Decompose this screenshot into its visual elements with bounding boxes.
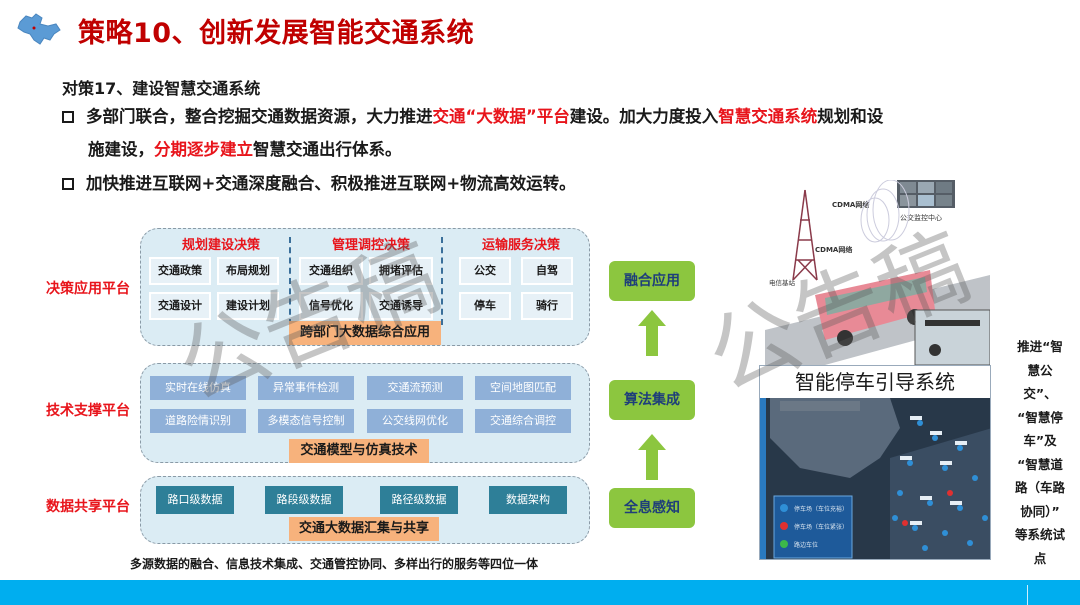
bullet-1: 多部门联合，整合挖掘交通数据资源，大力推进交通“大数据”平台建设。加大力度投入智… — [62, 100, 883, 133]
subtitle: 对策17、建设智慧交通系统 — [62, 79, 261, 98]
decision-item: 停车 — [459, 292, 511, 320]
side-note-line: 点 — [1033, 550, 1047, 566]
bullet-1-highlight: 分期逐步建立 — [154, 140, 253, 159]
data-item: 数据架构 — [489, 486, 567, 514]
decision-item: 骑行 — [521, 292, 573, 320]
column-head-management: 管理调控决策 — [331, 238, 410, 253]
bullet-1-highlight: 智慧交通系统 — [718, 107, 818, 126]
decision-item: 建设计划 — [217, 292, 279, 320]
tech-item: 公交线网优化 — [367, 409, 463, 433]
svg-text:停车场（车位紧张）: 停车场（车位紧张） — [794, 523, 848, 531]
svg-text:电信基站: 电信基站 — [769, 278, 796, 287]
svg-text:路边车位: 路边车位 — [794, 541, 818, 549]
bullet-1-text: 施建设， — [88, 140, 154, 159]
side-note-line: 路（车路 — [1014, 480, 1065, 495]
layer-label-data: 数据共享平台 — [46, 499, 130, 515]
checkbox-bullet-icon — [62, 111, 74, 123]
column-head-planning: 规划建设决策 — [181, 238, 260, 253]
tech-platform-panel: 实时在线仿真 异常事件检测 交通流预测 空间地图匹配 道路险情识别 多模态信号控… — [140, 363, 590, 463]
decision-item: 拥堵评估 — [369, 257, 433, 285]
side-note-line: 等系统试 — [1014, 527, 1065, 542]
layer-label-decision: 决策应用平台 — [46, 281, 130, 297]
bullet-1-continued: 施建设，分期逐步建立智慧交通出行体系。 — [88, 133, 402, 166]
data-platform-panel: 路口级数据 路段级数据 路径级数据 数据架构 交通大数据汇集与共享 — [140, 476, 590, 544]
svg-text:CDMA网络: CDMA网络 — [815, 245, 852, 254]
tech-item: 多模态信号控制 — [258, 409, 354, 433]
data-footer: 交通大数据汇集与共享 — [289, 517, 439, 541]
side-note-line: 推进“智 — [1017, 339, 1063, 354]
bullet-2-text: 加快推进互联网+交通深度融合、积极推进互联网+物流高效运转。 — [86, 174, 576, 193]
parking-system-title: 智能停车引导系统 — [760, 366, 990, 398]
decision-item: 交通设计 — [149, 292, 211, 320]
decision-platform-panel: 规划建设决策 管理调控决策 运输服务决策 交通政策 布局规划 交通设计 建设计划… — [140, 228, 590, 346]
flow-step-algorithm: 算法集成 — [609, 380, 695, 420]
side-note-line: 车”及 — [1023, 433, 1057, 448]
tech-footer: 交通模型与仿真技术 — [289, 439, 429, 463]
tech-item: 异常事件检测 — [258, 376, 354, 400]
bullet-1-text: 规划和设 — [817, 107, 884, 126]
tech-item: 实时在线仿真 — [150, 376, 246, 400]
side-note-line: “智慧停 — [1017, 409, 1063, 425]
side-note-line: “智慧道 — [1017, 456, 1063, 472]
tech-item: 空间地图匹配 — [475, 376, 571, 400]
decision-item: 交通诱导 — [369, 292, 433, 320]
side-note-line: 协同）” — [1020, 503, 1060, 519]
bullet-1-text: 智慧交通出行体系。 — [253, 140, 402, 159]
decision-item: 公交 — [459, 257, 511, 285]
decision-item: 交通组织 — [299, 257, 363, 285]
region-map-icon — [17, 13, 61, 45]
decision-item: 自驾 — [521, 257, 573, 285]
decision-footer: 跨部门大数据综合应用 — [289, 321, 441, 345]
smart-bus-illustration: 公交监控中心 CDMA网络 CDMA网络 电信基站 — [765, 180, 990, 365]
side-note-line: 慧公 — [1027, 362, 1053, 378]
column-divider — [441, 237, 443, 325]
data-item: 路径级数据 — [380, 486, 458, 514]
flow-step-fusion: 融合应用 — [609, 261, 695, 301]
svg-text:公交监控中心: 公交监控中心 — [900, 213, 942, 222]
footer-bar — [0, 580, 1080, 605]
bullet-1-text: 建设。加大力度投入 — [569, 107, 719, 126]
layer-label-tech: 技术支撑平台 — [46, 403, 130, 419]
decision-item: 信号优化 — [299, 292, 363, 320]
arrow-up-icon — [638, 434, 666, 480]
decision-item: 交通政策 — [149, 257, 211, 285]
side-note-line: 交”、 — [1023, 386, 1057, 401]
tech-item: 交通流预测 — [367, 376, 463, 400]
side-note: 推进“智 慧公 交”、 “智慧停 车”及 “智慧道 路（车路 协同）” 等系统试… — [1004, 335, 1076, 570]
svg-text:停车场（车位充裕）: 停车场（车位充裕） — [794, 505, 848, 513]
diagram-caption: 多源数据的融合、信息技术集成、交通管控协同、多样出行的服务等四位一体 — [130, 557, 539, 571]
decision-item: 布局规划 — [217, 257, 279, 285]
parking-guidance-screenshot: 智能停车引导系统 停车场（车位充裕） 停车场（车位紧张） 路边车位 — [759, 365, 991, 560]
data-item: 路段级数据 — [265, 486, 343, 514]
bullet-2: 加快推进互联网+交通深度融合、积极推进互联网+物流高效运转。 — [62, 167, 576, 200]
tech-item: 道路险情识别 — [150, 409, 246, 433]
flow-step-perception: 全息感知 — [609, 488, 695, 528]
column-divider — [289, 237, 291, 325]
column-head-transport: 运输服务决策 — [481, 238, 560, 253]
bullet-1-text: 多部门联合，整合挖掘交通数据资源，大力推进 — [86, 107, 433, 126]
data-item: 路口级数据 — [156, 486, 234, 514]
footer-divider — [1027, 585, 1028, 605]
parking-map: 停车场（车位充裕） 停车场（车位紧张） 路边车位 — [760, 398, 990, 559]
checkbox-bullet-icon — [62, 178, 74, 190]
page-title: 策略10、创新发展智能交通系统 — [78, 18, 475, 49]
svg-text:CDMA网络: CDMA网络 — [832, 200, 869, 209]
tech-item: 交通综合调控 — [475, 409, 571, 433]
arrow-up-icon — [638, 310, 666, 356]
bullet-1-highlight: 交通“大数据”平台 — [432, 107, 570, 126]
